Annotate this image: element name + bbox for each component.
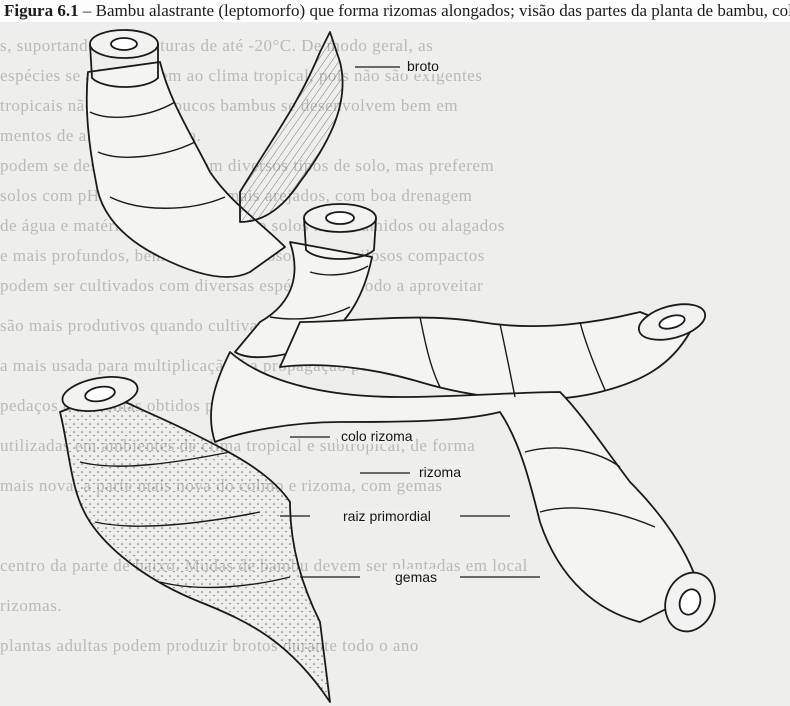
rhizome-right [280, 312, 690, 399]
figure-caption: Figura 6.1 – Bambu alastrante (leptomorf… [0, 0, 790, 22]
label-rizoma: rizoma [416, 464, 464, 480]
label-broto: broto [404, 58, 442, 74]
culm-lower-left [60, 392, 330, 702]
label-gemas: gemas [392, 569, 440, 585]
label-colo-rizoma: colo rizoma [338, 428, 416, 444]
caption-prefix: Figura 6.1 [4, 1, 79, 20]
bamboo-rhizome-illustration [0, 22, 790, 706]
label-raiz-primordial: raiz primordial [340, 508, 434, 524]
caption-text: – Bambu alastrante (leptomorfo) que form… [83, 1, 790, 20]
shoot-broto [240, 32, 343, 222]
